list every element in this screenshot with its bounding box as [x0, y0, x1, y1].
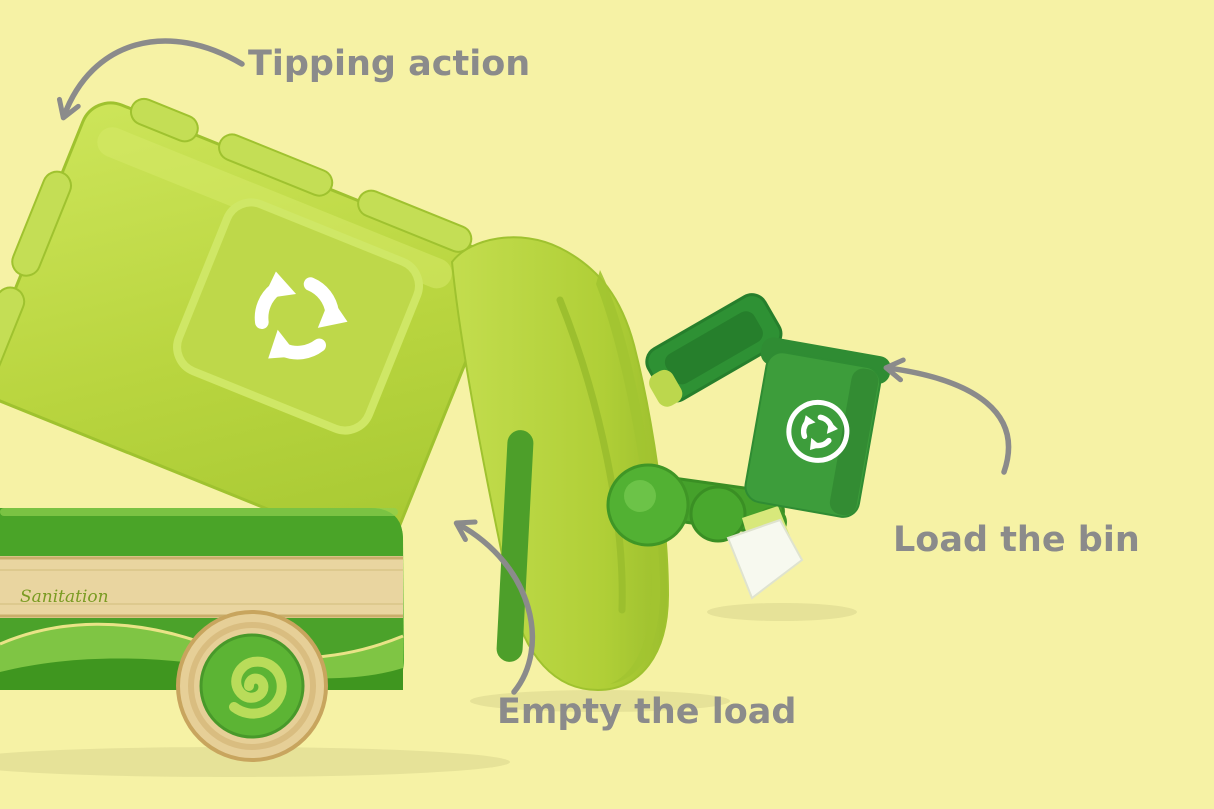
ground-shadows [0, 603, 857, 777]
wheel [176, 610, 328, 762]
truck-cab [450, 236, 670, 692]
label-empty-the-load: Empty the load [497, 692, 797, 732]
falling-paper [726, 506, 804, 600]
tipping-arrow-icon [56, 38, 245, 121]
bin-lid [645, 293, 783, 407]
sanitation-label: Sanitation [20, 587, 109, 607]
recycle-icon [786, 399, 850, 463]
label-load-the-bin: Load the bin [893, 520, 1140, 560]
lift-arm [606, 463, 787, 547]
annotation-arrows [56, 38, 1012, 695]
load-arrow-icon [883, 357, 1012, 475]
tipping-container [0, 97, 500, 550]
wood-panel: Sanitation [0, 556, 403, 618]
wheel-spiral [229, 656, 287, 719]
truck-base: Sanitation [0, 508, 404, 690]
recycling-bin [645, 293, 891, 518]
empty-arrow-icon [453, 519, 536, 695]
label-tipping-action: Tipping action [248, 44, 531, 84]
